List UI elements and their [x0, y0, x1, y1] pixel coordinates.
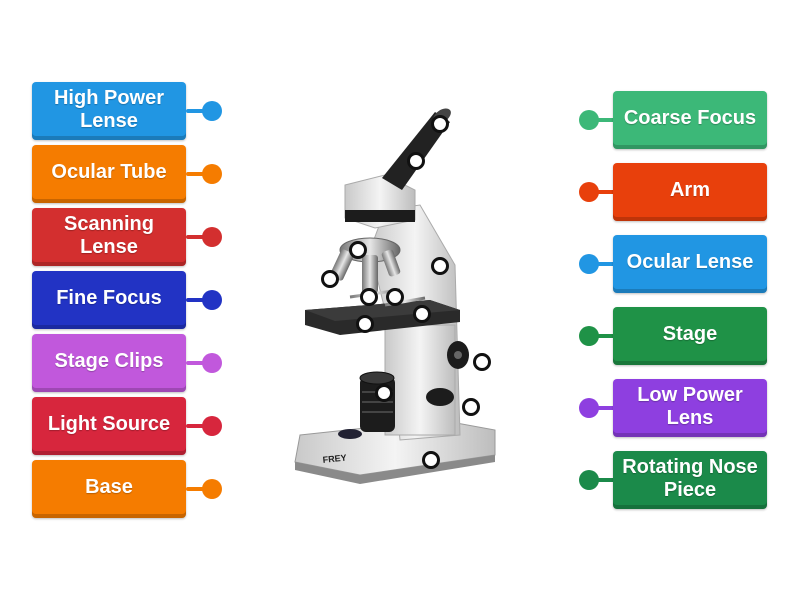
hotspot-marker[interactable] — [349, 241, 367, 259]
brand-logo: FREY — [322, 453, 347, 465]
connector-dot — [579, 254, 599, 274]
label-text: Stage — [662, 323, 718, 345]
hotspot-marker[interactable] — [431, 257, 449, 275]
label-text: Coarse Focus — [623, 107, 757, 129]
label-text: Fine Focus — [56, 287, 162, 309]
connector — [590, 478, 616, 482]
label-tile-light-source[interactable]: Light Source — [32, 397, 186, 455]
connector-dot — [579, 326, 599, 346]
connector-dot — [202, 164, 222, 184]
connector — [590, 262, 616, 266]
label-text: Base — [85, 476, 133, 498]
hotspot-marker[interactable] — [321, 270, 339, 288]
hotspot-marker[interactable] — [431, 115, 449, 133]
hotspot-marker[interactable] — [462, 398, 480, 416]
connector-dot — [579, 470, 599, 490]
label-tile-ocular-tube[interactable]: Ocular Tube — [32, 145, 186, 203]
connector — [590, 334, 616, 338]
connector — [590, 118, 616, 122]
label-text: High Power Lense — [53, 86, 164, 132]
hotspot-marker[interactable] — [407, 152, 425, 170]
label-tile-rotating-nose-piece[interactable]: Rotating Nose Piece — [613, 451, 767, 509]
connector — [186, 172, 212, 176]
label-tile-fine-focus[interactable]: Fine Focus — [32, 271, 186, 329]
connector — [590, 406, 616, 410]
label-text: Scanning Lense — [63, 212, 154, 258]
connector — [186, 235, 212, 239]
connector — [186, 424, 212, 428]
label-tile-high-power-lense[interactable]: High Power Lense — [32, 82, 186, 140]
label-text: Stage Clips — [54, 350, 164, 372]
label-text: Low Power Lens — [637, 383, 743, 429]
connector — [590, 190, 616, 194]
connector — [186, 487, 212, 491]
connector-dot — [202, 479, 222, 499]
hotspot-marker[interactable] — [356, 315, 374, 333]
label-tile-arm[interactable]: Arm — [613, 163, 767, 221]
connector-dot — [579, 182, 599, 202]
label-tile-stage[interactable]: Stage — [613, 307, 767, 365]
connector-dot — [579, 398, 599, 418]
label-text: Light Source — [47, 413, 171, 435]
connector-dot — [202, 416, 222, 436]
hotspot-marker[interactable] — [413, 305, 431, 323]
label-tile-stage-clips[interactable]: Stage Clips — [32, 334, 186, 392]
label-text: Arm — [669, 179, 710, 201]
connector — [186, 109, 212, 113]
label-tile-coarse-focus[interactable]: Coarse Focus — [613, 91, 767, 149]
hotspot-marker[interactable] — [422, 451, 440, 469]
label-tile-ocular-lense[interactable]: Ocular Lense — [613, 235, 767, 293]
connector-dot — [202, 101, 222, 121]
label-text: Rotating Nose Piece — [622, 455, 758, 501]
label-tile-low-power-lens[interactable]: Low Power Lens — [613, 379, 767, 437]
label-text: Ocular Lense — [626, 251, 754, 273]
connector — [186, 361, 212, 365]
connector-dot — [202, 290, 222, 310]
hotspot-marker[interactable] — [473, 353, 491, 371]
hotspot-marker[interactable] — [375, 384, 393, 402]
hotspot-marker[interactable] — [360, 288, 378, 306]
connector — [186, 298, 212, 302]
connector-dot — [202, 227, 222, 247]
hotspot-marker[interactable] — [386, 288, 404, 306]
connector-dot — [202, 353, 222, 373]
label-tile-base[interactable]: Base — [32, 460, 186, 518]
connector-dot — [579, 110, 599, 130]
label-tile-scanning-lense[interactable]: Scanning Lense — [32, 208, 186, 266]
label-text: Ocular Tube — [51, 161, 167, 183]
